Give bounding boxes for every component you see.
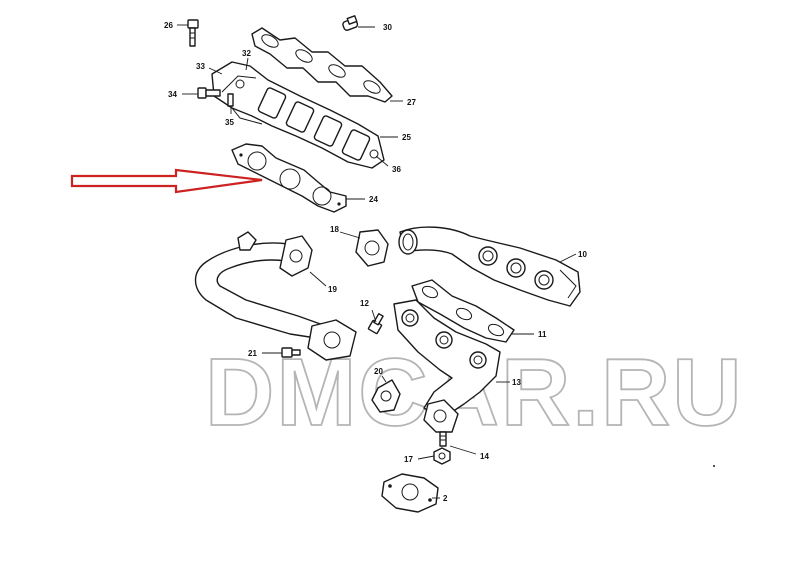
part-20-gasket: [371, 379, 401, 413]
part-35-stud: [227, 93, 234, 107]
callout-33: 33: [196, 62, 205, 71]
part-25-intake-manifold: [211, 61, 385, 169]
callout-36: 36: [392, 165, 401, 174]
part-13-exhaust-manifold: [393, 299, 501, 433]
callout-19: 19: [328, 285, 337, 294]
callout-35: 35: [225, 118, 234, 127]
callout-20: 20: [374, 367, 383, 376]
callout-10: 10: [578, 250, 587, 259]
callout-26: 26: [164, 21, 173, 30]
part-21-bolt: [281, 347, 301, 358]
callout-24: 24: [369, 195, 378, 204]
part-30-sensor: [342, 15, 359, 31]
callout-11: 11: [538, 330, 547, 339]
part-11-exhaust-gasket: [411, 279, 515, 343]
callout-27: 27: [407, 98, 416, 107]
part-26-bolt: [187, 19, 199, 47]
part-19-front-pipe: [194, 231, 357, 361]
part-10-exhaust-manifold: [398, 226, 581, 307]
part-27-intake-gasket: [251, 27, 393, 103]
callout-25: 25: [402, 133, 411, 142]
callout-2: 2: [443, 494, 448, 503]
callout-17: 17: [404, 455, 413, 464]
highlight-arrow: [70, 168, 263, 194]
part-2-gasket: [381, 473, 439, 513]
callout-21: 21: [248, 349, 257, 358]
callout-13: 13: [512, 378, 521, 387]
callout-34: 34: [168, 90, 177, 99]
callout-30: 30: [383, 23, 392, 32]
part-34-bolt: [197, 87, 221, 99]
stray-mark: [713, 465, 715, 467]
part-14-stud: [439, 431, 447, 447]
callout-14: 14: [480, 452, 489, 461]
part-17-nut: [433, 447, 451, 465]
part-24-gasket: [231, 143, 347, 213]
callout-12: 12: [360, 299, 369, 308]
callout-18: 18: [330, 225, 339, 234]
part-12-bolt: [367, 312, 384, 335]
part-18-flange-gasket: [355, 229, 389, 267]
callout-32: 32: [242, 49, 251, 58]
